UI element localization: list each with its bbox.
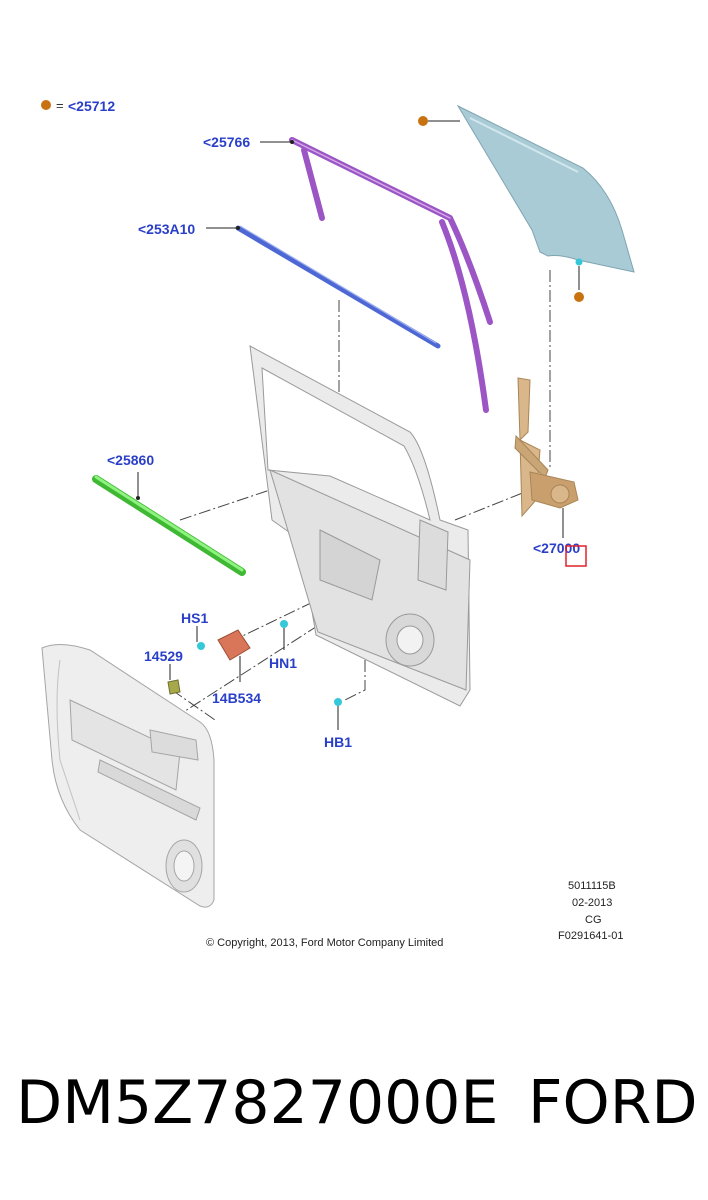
outer-belt-weatherstrip[interactable] <box>235 225 441 349</box>
window-regulator[interactable] <box>514 377 579 518</box>
callout-25766[interactable]: <25766 <box>203 134 250 150</box>
copyright-notice: © Copyright, 2013, Ford Motor Company Li… <box>206 937 443 949</box>
selected-part-highlight <box>565 545 587 567</box>
exploded-parts-diagram: = <25712 <25766 <253A10 <25860 <box>41 98 635 949</box>
legend-equals: = <box>56 98 64 113</box>
glass-run-channel[interactable] <box>289 137 493 413</box>
door-glass[interactable] <box>456 104 635 273</box>
meta-line-2: 02-2013 <box>572 897 612 909</box>
door-trim-panel[interactable] <box>41 644 215 908</box>
hb1-bolt-icon <box>334 698 342 706</box>
callout-hn1[interactable]: HN1 <box>269 655 297 671</box>
footer: DM5Z7827000E FORD <box>0 1068 708 1158</box>
connector-14529[interactable] <box>167 679 181 695</box>
legend: = <25712 <box>41 98 115 114</box>
diagram-meta: 5011115B 02-2013 CG F0291641-01 <box>558 880 623 942</box>
legend-label: <25712 <box>68 98 115 114</box>
callout-hb1[interactable]: HB1 <box>324 734 352 750</box>
callout-hs1[interactable]: HS1 <box>181 610 208 626</box>
hn1-nut-icon <box>280 620 288 628</box>
brand-name: FORD <box>528 1068 698 1138</box>
part-number: DM5Z7827000E <box>16 1068 499 1138</box>
inner-belt-weatherstrip[interactable] <box>92 475 246 576</box>
callout-25860[interactable]: <25860 <box>107 452 154 468</box>
glass-bolt-dot-icon <box>418 116 428 126</box>
hs1-screw-icon <box>197 642 205 650</box>
glass-bolt-dot-icon-2 <box>574 292 584 302</box>
glass-clip-icon <box>575 258 583 266</box>
callout-14b534[interactable]: 14B534 <box>212 690 261 706</box>
legend-dot-icon <box>41 100 51 110</box>
callout-14529[interactable]: 14529 <box>144 648 183 664</box>
meta-line-4: F0291641-01 <box>558 930 623 942</box>
callout-253a10[interactable]: <253A10 <box>138 221 195 237</box>
meta-line-3: CG <box>585 914 602 926</box>
callout-27000[interactable]: <27000 <box>533 540 580 556</box>
meta-line-1: 5011115B <box>568 880 616 892</box>
door-inner-panel[interactable] <box>249 345 471 707</box>
door-control-module[interactable] <box>217 629 251 661</box>
